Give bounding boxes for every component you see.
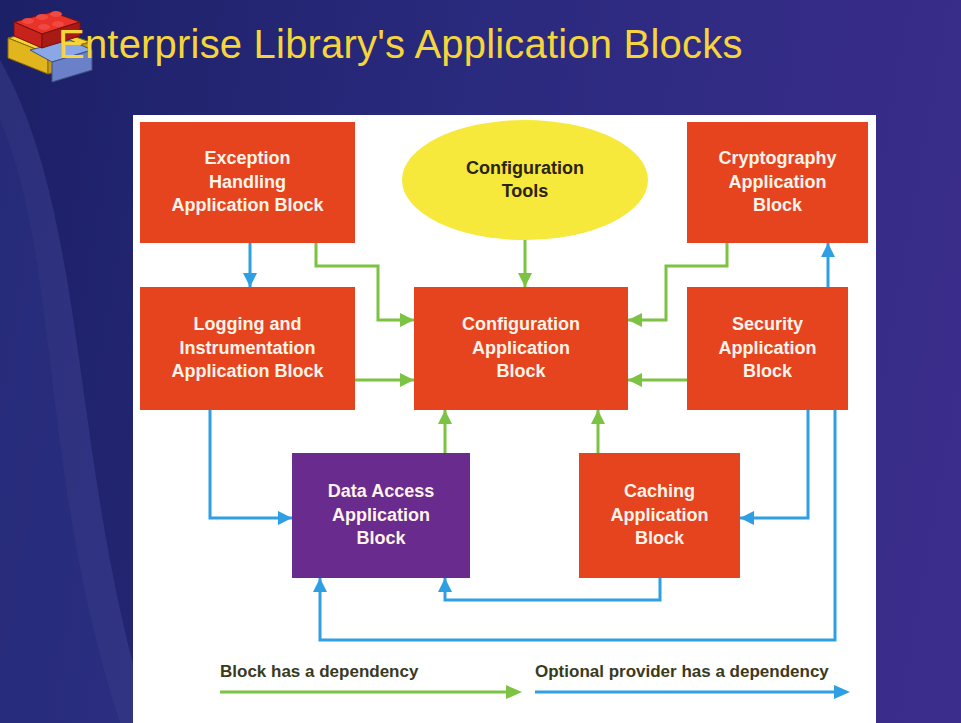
provider-arrow xyxy=(445,578,660,600)
slide-title: Enterprise Library's Application Blocks xyxy=(58,22,743,67)
legend-green-arrow xyxy=(220,691,508,694)
text-holder: Cryptography Application Block xyxy=(708,147,848,217)
block-box: Caching Application Block xyxy=(579,453,740,578)
block-box: Security Application Block xyxy=(687,287,848,410)
block-label: Data Access Application Block xyxy=(311,480,451,550)
dependency-arrow xyxy=(444,410,447,453)
text-holder: Exception Handling Application Block xyxy=(165,147,330,217)
text-holder: Logging and Instrumentation Application … xyxy=(165,313,330,383)
legend-entry: Optional provider has a dependency xyxy=(535,662,829,682)
legend-text: Block has a dependency xyxy=(220,662,418,681)
block-box: Cryptography Application Block xyxy=(687,122,868,243)
legend-green-arrowhead xyxy=(506,685,522,699)
tool-ellipse: Configuration Tools xyxy=(402,120,648,240)
dependency-arrow xyxy=(628,379,687,382)
provider-arrow xyxy=(740,410,808,518)
provider-arrow xyxy=(210,410,292,518)
legend-blue-arrowhead xyxy=(834,685,850,699)
legend-text: Optional provider has a dependency xyxy=(535,662,829,681)
provider-arrow xyxy=(249,243,252,287)
block-box: Configuration Application Block xyxy=(414,287,628,410)
text-holder: Caching Application Block xyxy=(595,480,725,550)
block-label: Exception Handling Application Block xyxy=(165,147,330,217)
block-box: Logging and Instrumentation Application … xyxy=(140,287,355,410)
block-label: Configuration Tools xyxy=(455,157,595,204)
block-box: Exception Handling Application Block xyxy=(140,122,355,243)
block-label: Configuration Application Block xyxy=(451,313,591,383)
text-holder: Data Access Application Block xyxy=(311,480,451,550)
dependency-arrow xyxy=(597,410,600,453)
provider-arrow xyxy=(827,243,830,287)
block-label: Caching Application Block xyxy=(595,480,725,550)
legend-entry: Block has a dependency xyxy=(220,662,418,682)
block-label: Logging and Instrumentation Application … xyxy=(165,313,330,383)
title-holder: Enterprise Library's Application Blocks xyxy=(58,22,743,67)
block-label: Cryptography Application Block xyxy=(708,147,848,217)
dependency-arrow xyxy=(524,240,527,287)
dependency-arrow xyxy=(355,379,414,382)
text-holder: Security Application Block xyxy=(703,313,833,383)
block-box: Data Access Application Block xyxy=(292,453,470,578)
background-swoosh xyxy=(0,60,150,723)
legend-blue-arrow xyxy=(535,691,836,694)
block-label: Security Application Block xyxy=(703,313,833,383)
text-holder: Configuration Application Block xyxy=(451,313,591,383)
ellipse-outline xyxy=(402,120,648,240)
text-holder: Configuration Tools xyxy=(455,157,595,204)
